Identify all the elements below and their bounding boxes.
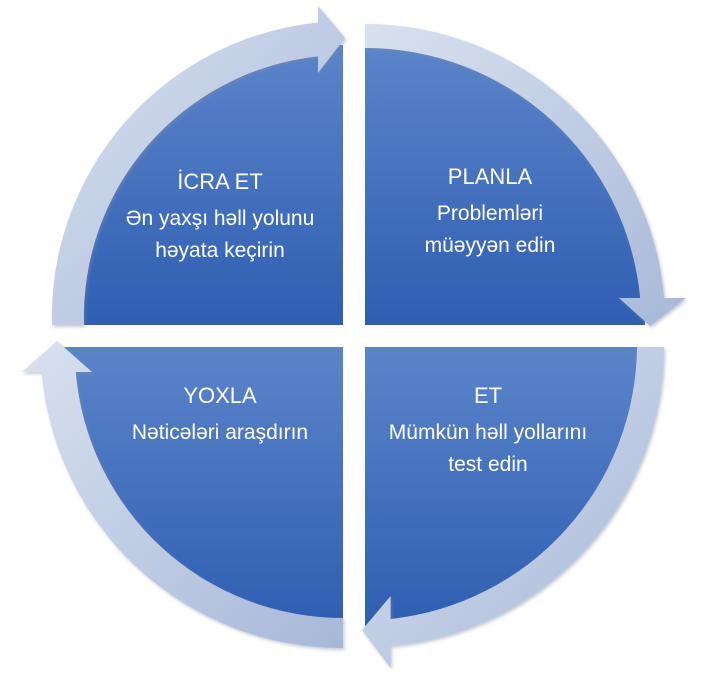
quadrant-top-left: [63, 45, 343, 325]
quadrant-text-bottom-left: YOXLA Nəticələri araşdırın: [120, 381, 320, 449]
quadrant-title: İCRA ET: [177, 169, 263, 194]
quadrant-title: PLANLA: [447, 164, 533, 189]
arrow-bottom-right: [362, 347, 664, 668]
quadrant-description: Mümkün həll yollarını test edin: [388, 421, 588, 476]
quadrant-description: Problemləri müəyyən edin: [424, 202, 556, 257]
arrow-bottom-left: [22, 341, 343, 649]
quadrant-bottom-right: [365, 347, 645, 627]
quadrant-text-bottom-right: ET Mümkün həll yollarını test edin: [378, 381, 598, 481]
arrow-top-right: [365, 23, 686, 327]
quadrant-top-right: [365, 45, 645, 325]
quadrant-description: Nəticələri araşdırın: [131, 421, 309, 444]
quadrant-description: Ən yaxşı həll yolunu həyata keçirin: [125, 207, 315, 262]
quadrant-text-top-right: PLANLA Problemləri müəyyən edin: [395, 162, 585, 262]
quadrant-title: ET: [473, 383, 503, 408]
quadrant-text-top-left: İCRA ET Ən yaxşı həll yolunu həyata keçi…: [125, 167, 315, 267]
quadrant-title: YOXLA: [183, 383, 257, 408]
quadrant-bottom-left: [63, 347, 343, 627]
arrow-top-left: [51, 6, 346, 325]
